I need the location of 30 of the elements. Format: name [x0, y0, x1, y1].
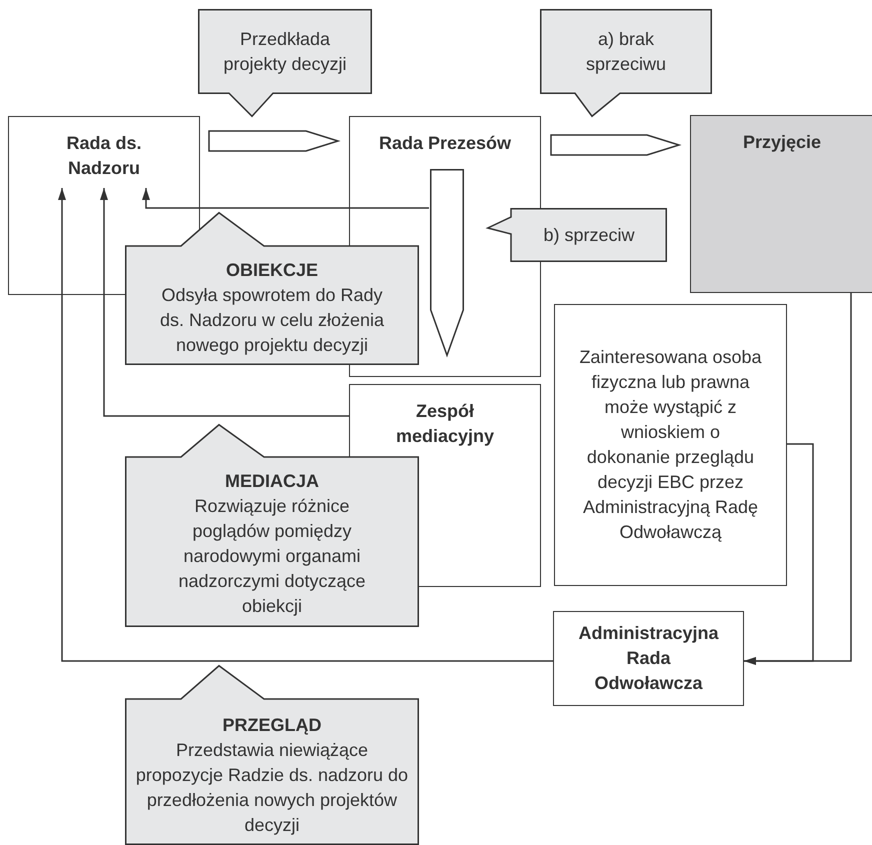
connector-arrow: [100, 188, 349, 417]
process-box: [554, 304, 787, 586]
connector-arrow: [58, 188, 553, 662]
block-arrow-shape: [430, 169, 464, 356]
result-box: [690, 115, 872, 293]
callout-tooltip: [125, 665, 419, 845]
heading-text: MEDIACJA: [224, 470, 319, 493]
heading-text: OBIEKCJE: [226, 259, 318, 282]
callout-tooltip: [487, 208, 667, 262]
body-text: Odsyła spowrotem do Rady ds. Nadzoru w celu złożenia nowego projektu decyzji: [158, 284, 386, 357]
body-text: Rozwiązuje różnice poglądów pomiędzy narodowymi organami nadzorczymi dotyczące obiekcji: [177, 495, 367, 618]
connector-arrow: [744, 443, 814, 665]
heading-text: Zespół mediacyjny: [394, 400, 496, 448]
process-box: [553, 611, 744, 706]
body-text: Przedstawia niewiążące propozycje Radzie ds. nadzoru do przedłożenia nowych projektów decyzji: [134, 739, 410, 837]
callout-tooltip: [540, 9, 712, 117]
heading-text: Rada Prezesów: [378, 132, 512, 155]
heading-text: Rada ds. Nadzoru: [65, 132, 143, 180]
callout-tooltip: [125, 212, 419, 365]
heading-text: Przyjęcie: [742, 131, 822, 154]
body-text: Zainteresowana osoba fizyczna lub prawna może wystąpić z wnioskiem o dokonanie przeglądu decyzji EBC przez Administracyjną Radę Odwoławczą: [578, 346, 762, 544]
body-text: Przedkłada projekty decyzji: [222, 28, 348, 76]
body-text: b) sprzeciw: [543, 224, 635, 247]
connector-arrow: [142, 188, 429, 209]
callout-tooltip: [198, 9, 372, 117]
block-arrow: [550, 134, 682, 156]
heading-text: Administracyjna Rada Odwoławcza: [577, 622, 720, 695]
block-arrow: [208, 130, 341, 152]
body-text: a) brak sprzeciwu: [584, 28, 668, 76]
heading-text: PRZEGLĄD: [222, 714, 322, 737]
